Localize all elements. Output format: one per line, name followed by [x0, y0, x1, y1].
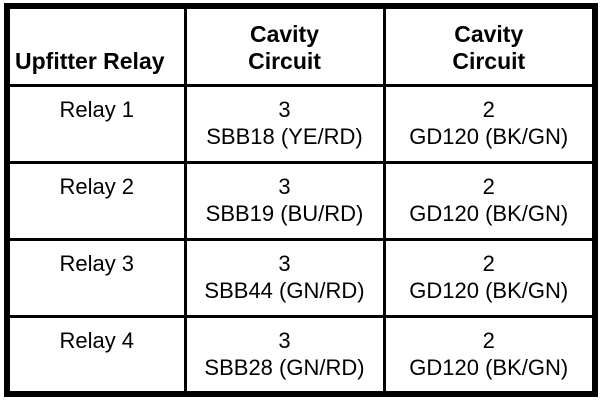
header-cavity-2-line2: Circuit — [452, 47, 526, 74]
relay-2-circuit-a: SBB19 (BU/RD) — [205, 200, 364, 226]
relay-1-circuit-a: SBB18 (YE/RD) — [206, 123, 363, 149]
relay-3-circuit-b: GD120 (BK/GN) — [409, 278, 569, 303]
relay-3-cavity-circuit-1: 3 SBB44 (GN/RD) — [183, 237, 386, 319]
table-row-relay-1: Relay 1 3 SBB18 (YE/RD) 2 GD120 (BK/GN) — [5, 83, 597, 164]
relay-3-col3-text: 2 GD120 (BK/GN) — [386, 250, 593, 304]
table-row-relay-2: Relay 2 3 SBB19 (BU/RD) 2 GD120 (BK/GN) — [5, 160, 597, 242]
relay-4-cavity-circuit-1: 3 SBB28 (GN/RD) — [183, 315, 386, 396]
relay-2-circuit-b: GD120 (BK/GN) — [409, 200, 569, 226]
header-cavity-circuit-2: Cavity Circuit — [382, 4, 597, 87]
relay-2-col3-text: 2 GD120 (BK/GN) — [386, 173, 593, 227]
header-cavity-circuit-2-text: Cavity Circuit — [386, 21, 593, 75]
header-row: Upfitter Relay Cavity Circuit Cavity Cir… — [5, 4, 597, 87]
relay-4-circuit-a: SBB28 (GN/RD) — [204, 355, 365, 381]
relay-3-cavity-circuit-2: 2 GD120 (BK/GN) — [382, 237, 597, 319]
relay-4-cavity-circuit-2: 2 GD120 (BK/GN) — [382, 315, 597, 396]
relay-4-col3-text: 2 GD120 (BK/GN) — [386, 327, 593, 381]
relay-4-label: Relay 4 — [5, 315, 187, 396]
relay-2-cavity-circuit-2: 2 GD120 (BK/GN) — [382, 160, 597, 242]
header-upfitter-relay: Upfitter Relay — [5, 4, 187, 87]
relay-1-label: Relay 1 — [5, 83, 187, 164]
relay-4-cavity-b: 2 — [482, 328, 495, 354]
relay-2-col2-text: 3 SBB19 (BU/RD) — [187, 173, 383, 227]
relay-3-col2-text: 3 SBB44 (GN/RD) — [187, 250, 383, 304]
relay-1-col3-text: 2 GD120 (BK/GN) — [386, 96, 593, 150]
relay-2-cavity-a: 3 — [278, 173, 291, 199]
table-row-relay-4: Relay 4 3 SBB28 (GN/RD) 2 GD120 (BK/GN) — [5, 315, 597, 396]
relay-2-cavity-circuit-1: 3 SBB19 (BU/RD) — [183, 160, 386, 242]
relay-3-label: Relay 3 — [5, 237, 187, 319]
relay-1-cavity-circuit-2: 2 GD120 (BK/GN) — [382, 83, 597, 164]
relay-4-circuit-b: GD120 (BK/GN) — [409, 355, 569, 381]
relay-1-cavity-circuit-1: 3 SBB18 (YE/RD) — [183, 83, 386, 164]
relay-1-cavity-b: 2 — [482, 96, 495, 122]
upfitter-relay-table: Upfitter Relay Cavity Circuit Cavity Cir… — [4, 3, 598, 397]
relay-1-col2-text: 3 SBB18 (YE/RD) — [187, 96, 383, 150]
relay-1-circuit-b: GD120 (BK/GN) — [409, 123, 569, 149]
relay-1-cavity-a: 3 — [278, 96, 291, 122]
table-row-relay-3: Relay 3 3 SBB44 (GN/RD) 2 GD120 (BK/GN) — [5, 237, 597, 319]
header-cavity-circuit-1-text: Cavity Circuit — [187, 21, 383, 75]
relay-4-col2-text: 3 SBB28 (GN/RD) — [187, 327, 383, 381]
relay-3-cavity-a: 3 — [278, 251, 291, 276]
header-cavity-1-line1: Cavity — [249, 20, 320, 47]
header-cavity-circuit-1: Cavity Circuit — [183, 4, 386, 87]
relay-2-label: Relay 2 — [5, 160, 187, 242]
relay-2-cavity-b: 2 — [482, 173, 495, 199]
header-cavity-2-line1: Cavity — [454, 20, 524, 47]
relay-4-cavity-a: 3 — [278, 328, 291, 354]
relay-3-cavity-b: 2 — [482, 251, 495, 276]
relay-3-circuit-a: SBB44 (GN/RD) — [204, 278, 365, 303]
header-cavity-1-line2: Circuit — [248, 47, 321, 74]
